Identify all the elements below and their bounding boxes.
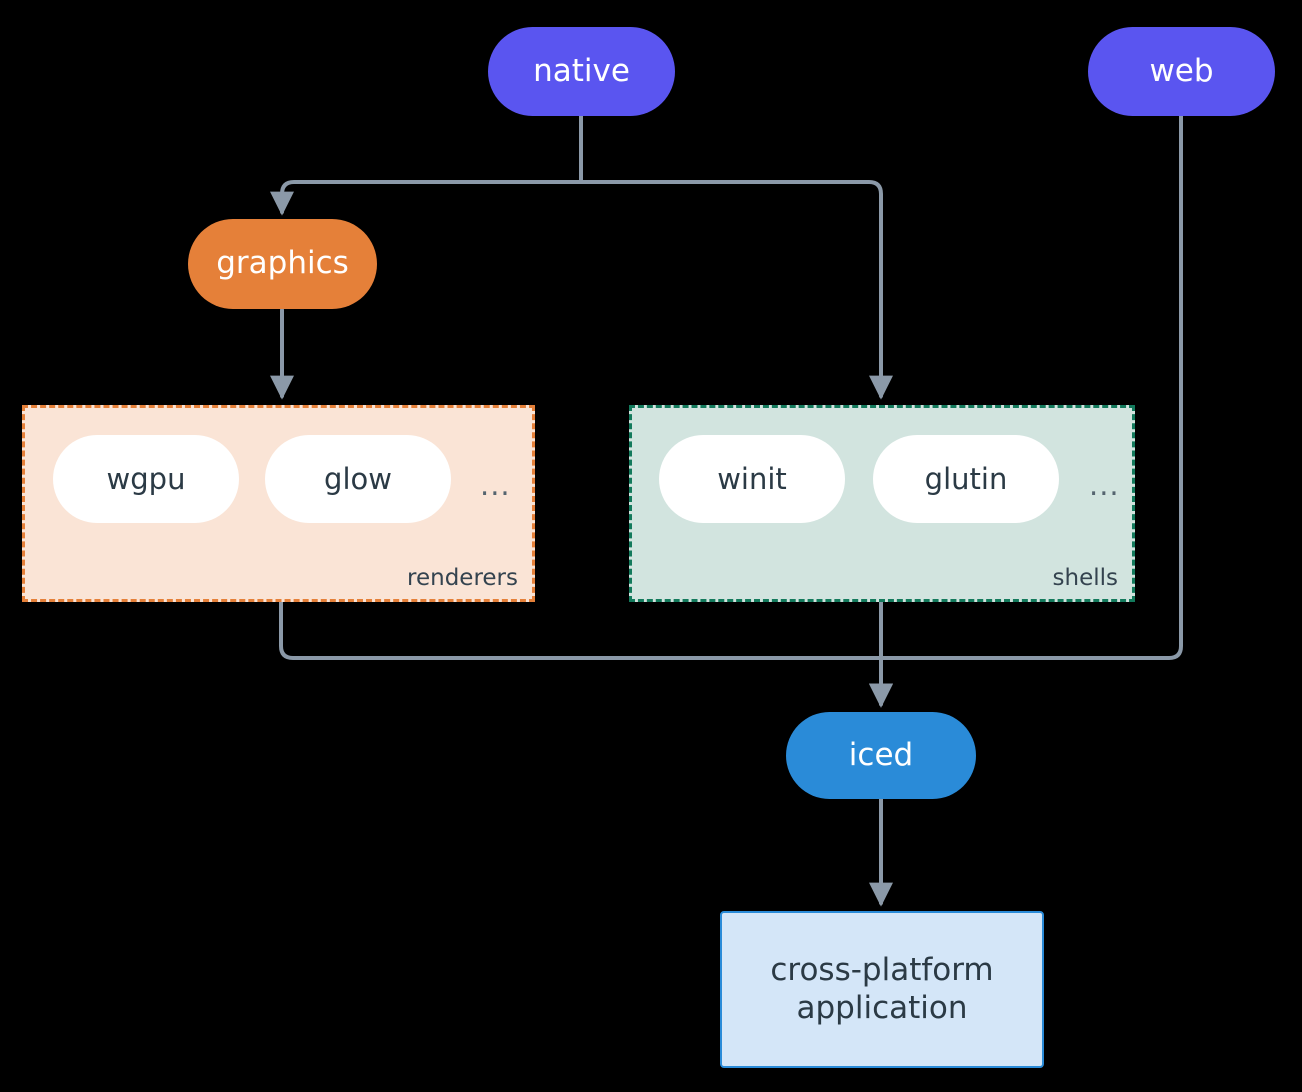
chip-glow-label: glow	[324, 462, 392, 496]
chip-glow[interactable]: glow	[265, 435, 451, 523]
node-native[interactable]: native	[488, 27, 675, 116]
node-graphics-label: graphics	[216, 245, 349, 282]
node-iced[interactable]: iced	[786, 712, 976, 799]
edge-renderers-to-iced	[279, 600, 893, 708]
chip-winit-label: winit	[717, 462, 787, 496]
node-application-line1: cross-platform	[770, 951, 994, 988]
node-web[interactable]: web	[1088, 27, 1275, 116]
node-graphics[interactable]: graphics	[188, 219, 377, 309]
chip-wgpu-label: wgpu	[106, 462, 186, 496]
renderers-overflow-ellipsis: ...	[480, 468, 511, 502]
group-shells-label: shells	[1052, 565, 1118, 591]
chip-wgpu[interactable]: wgpu	[53, 435, 239, 523]
chip-glutin-label: glutin	[924, 462, 1008, 496]
shells-overflow-ellipsis: ...	[1089, 468, 1120, 502]
node-application[interactable]: cross-platform application	[720, 911, 1044, 1068]
edge-native-to-graphics	[270, 114, 583, 216]
node-iced-label: iced	[848, 736, 914, 773]
group-renderers: wgpu glow ... renderers	[22, 405, 535, 602]
group-shells: winit glutin ... shells	[629, 405, 1135, 602]
edge-native-to-shells	[579, 114, 893, 400]
chip-glutin[interactable]: glutin	[873, 435, 1059, 523]
node-application-line2: application	[796, 989, 968, 1026]
node-native-label: native	[533, 52, 630, 89]
group-renderers-label: renderers	[407, 565, 518, 591]
chip-winit[interactable]: winit	[659, 435, 845, 523]
node-web-label: web	[1149, 52, 1214, 89]
